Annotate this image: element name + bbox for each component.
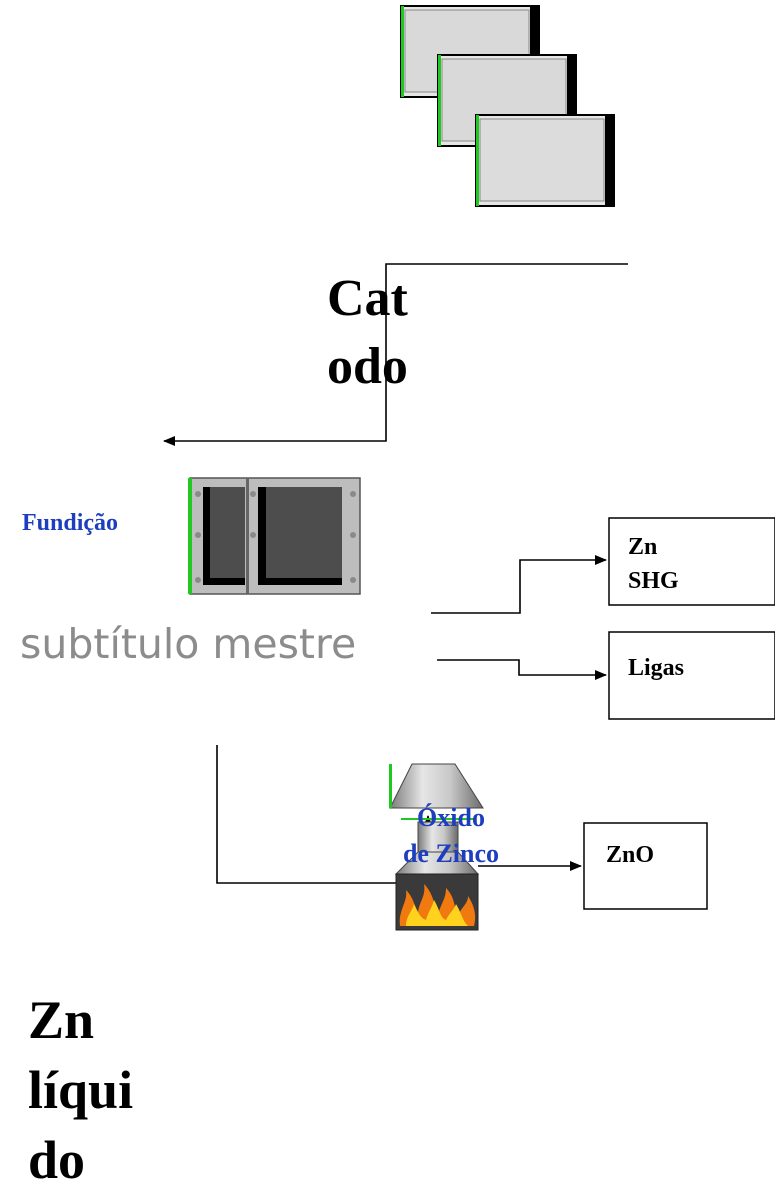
alloys-box (608, 631, 775, 720)
cathode-label-line-1: Cat (327, 270, 408, 327)
liquid-zinc-label-line-2: líqui (28, 1060, 134, 1120)
flame-icon (399, 884, 476, 926)
zn-shg-box (608, 517, 775, 606)
liquid-zinc-label: Zn líqui do (28, 985, 133, 1195)
zinc-oxide-label: Óxido de Zinco (376, 800, 526, 872)
liquid-zinc-label-line-1: Zn (28, 990, 95, 1050)
zn-shg-label-line-2: SHG (628, 568, 679, 594)
to-zn-shg-connector (431, 555, 607, 614)
zinc-oxide-label-line-2: de Zinco (402, 839, 500, 868)
zinc-oxide-label-line-1: Óxido (417, 803, 485, 832)
cathode-to-smelting-connector (163, 263, 628, 446)
smelting-label: Fundição (22, 510, 119, 536)
cathode-label-line-2: odo (327, 338, 408, 395)
liquid-zinc-label-line-3: do (28, 1130, 86, 1190)
cathode-label: Cat odo (327, 265, 408, 401)
subtitle-placeholder: subtítulo mestre (20, 620, 357, 668)
zno-box (583, 822, 708, 910)
zn-shg-label: Zn SHG (628, 530, 679, 598)
alloys-label: Ligas (628, 655, 685, 681)
cathode-plates-icon (400, 5, 615, 207)
zno-label: ZnO (606, 842, 655, 868)
zn-shg-label-line-1: Zn (628, 534, 658, 560)
oxide-kiln-icon (389, 763, 484, 931)
to-alloys-connector (437, 659, 607, 680)
casting-furnace-icon (188, 477, 361, 595)
